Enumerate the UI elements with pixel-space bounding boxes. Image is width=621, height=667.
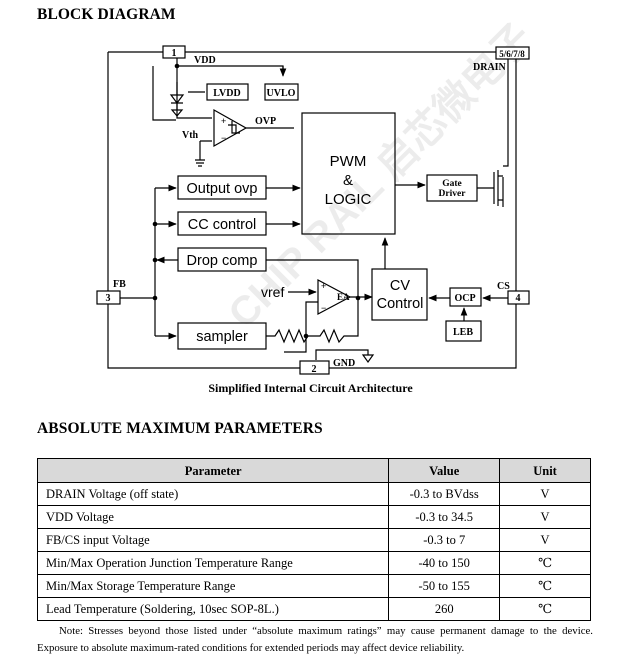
cell-value: -0.3 to 7 [388,528,501,552]
vref-label: vref [261,284,284,300]
cell-parameter: FB/CS input Voltage [36,528,390,552]
cell-parameter: Min/Max Storage Temperature Range [36,574,390,598]
cell-value: -0.3 to 34.5 [388,505,501,529]
pin-label-vdd: VDD [194,55,216,66]
stress-note: Note: Stresses beyond those listed under… [37,625,593,654]
cell-parameter: Min/Max Operation Junction Temperature R… [36,551,390,575]
cell-parameter: Lead Temperature (Soldering, 10sec SOP-8… [36,597,390,621]
pin-number-cs: 4 [516,293,521,304]
ea-label: EA [337,292,350,302]
cv-control-line1: CV [390,278,410,294]
pin-label-cs: CS [497,281,510,292]
table-row: Min/Max Storage Temperature Range -50 to… [36,574,591,598]
absolute-max-table: Parameter Value Unit DRAIN Voltage (off … [36,458,591,621]
cell-parameter: DRAIN Voltage (off state) [36,482,390,506]
uvlo-block: UVLO [267,88,296,99]
cell-value: -0.3 to BVdss [388,482,501,506]
cell-value: -40 to 150 [388,551,501,575]
cell-unit: ℃ [499,574,591,598]
table-row: FB/CS input Voltage -0.3 to 7 V [36,528,591,552]
cell-value: 260 [388,597,501,621]
section-title-absolute-max: ABSOLUTE MAXIMUM PARAMETERS [37,420,323,437]
gate-driver-line2: Driver [439,189,467,199]
cell-value: -50 to 155 [388,574,501,598]
cell-unit: V [499,528,591,552]
output-ovp-block: Output ovp [187,181,258,197]
cell-unit: ℃ [499,551,591,575]
ocp-block: OCP [454,293,475,304]
cell-unit: V [499,482,591,506]
vth-label: Vth [182,130,199,141]
pin-label-drain: DRAIN [473,62,507,73]
table-row: Lead Temperature (Soldering, 10sec SOP-8… [36,597,591,621]
header-unit: Unit [499,458,591,483]
table-header-row: Parameter Value Unit [36,458,591,483]
svg-text:+: + [321,281,326,291]
outer-frame [107,51,517,369]
cv-control-line2: Control [377,296,424,312]
cell-unit: V [499,505,591,529]
pwm-logic-line3: LOGIC [325,191,372,208]
cell-unit: ℃ [499,597,591,621]
drop-comp-block: Drop comp [187,253,258,269]
svg-text:−: − [221,133,226,143]
leb-block: LEB [453,327,473,338]
table-row: DRAIN Voltage (off state) -0.3 to BVdss … [36,482,591,506]
pwm-logic-line1: PWM [330,153,367,170]
section-title-block-diagram: BLOCK DIAGRAM [37,6,176,23]
block-diagram: CHIP RAIL 启芯微电子 [96,16,541,375]
pwm-logic-line2: & [343,172,353,189]
header-value: Value [388,458,501,483]
pin-label-fb: FB [113,279,126,290]
ovp-label: OVP [255,116,276,127]
table-row: Min/Max Operation Junction Temperature R… [36,551,591,575]
lvdd-block: LVDD [213,88,240,99]
header-parameter: Parameter [36,458,390,483]
table-row: VDD Voltage -0.3 to 34.5 V [36,505,591,529]
pin-label-gnd: GND [333,358,355,369]
diagram-caption: Simplified Internal Circuit Architecture [208,381,413,395]
svg-text:−: − [321,303,326,313]
svg-text:+: + [221,116,226,126]
pin-number-fb: 3 [106,293,111,304]
cc-control-block: CC control [188,217,257,233]
sampler-block: sampler [196,329,248,345]
pin-number-gnd: 2 [312,364,317,375]
cell-parameter: VDD Voltage [36,505,390,529]
gate-driver-line1: Gate [442,179,462,189]
pin-number-vdd: 1 [172,48,177,59]
pin-number-drain: 5/6/7/8 [499,49,525,59]
